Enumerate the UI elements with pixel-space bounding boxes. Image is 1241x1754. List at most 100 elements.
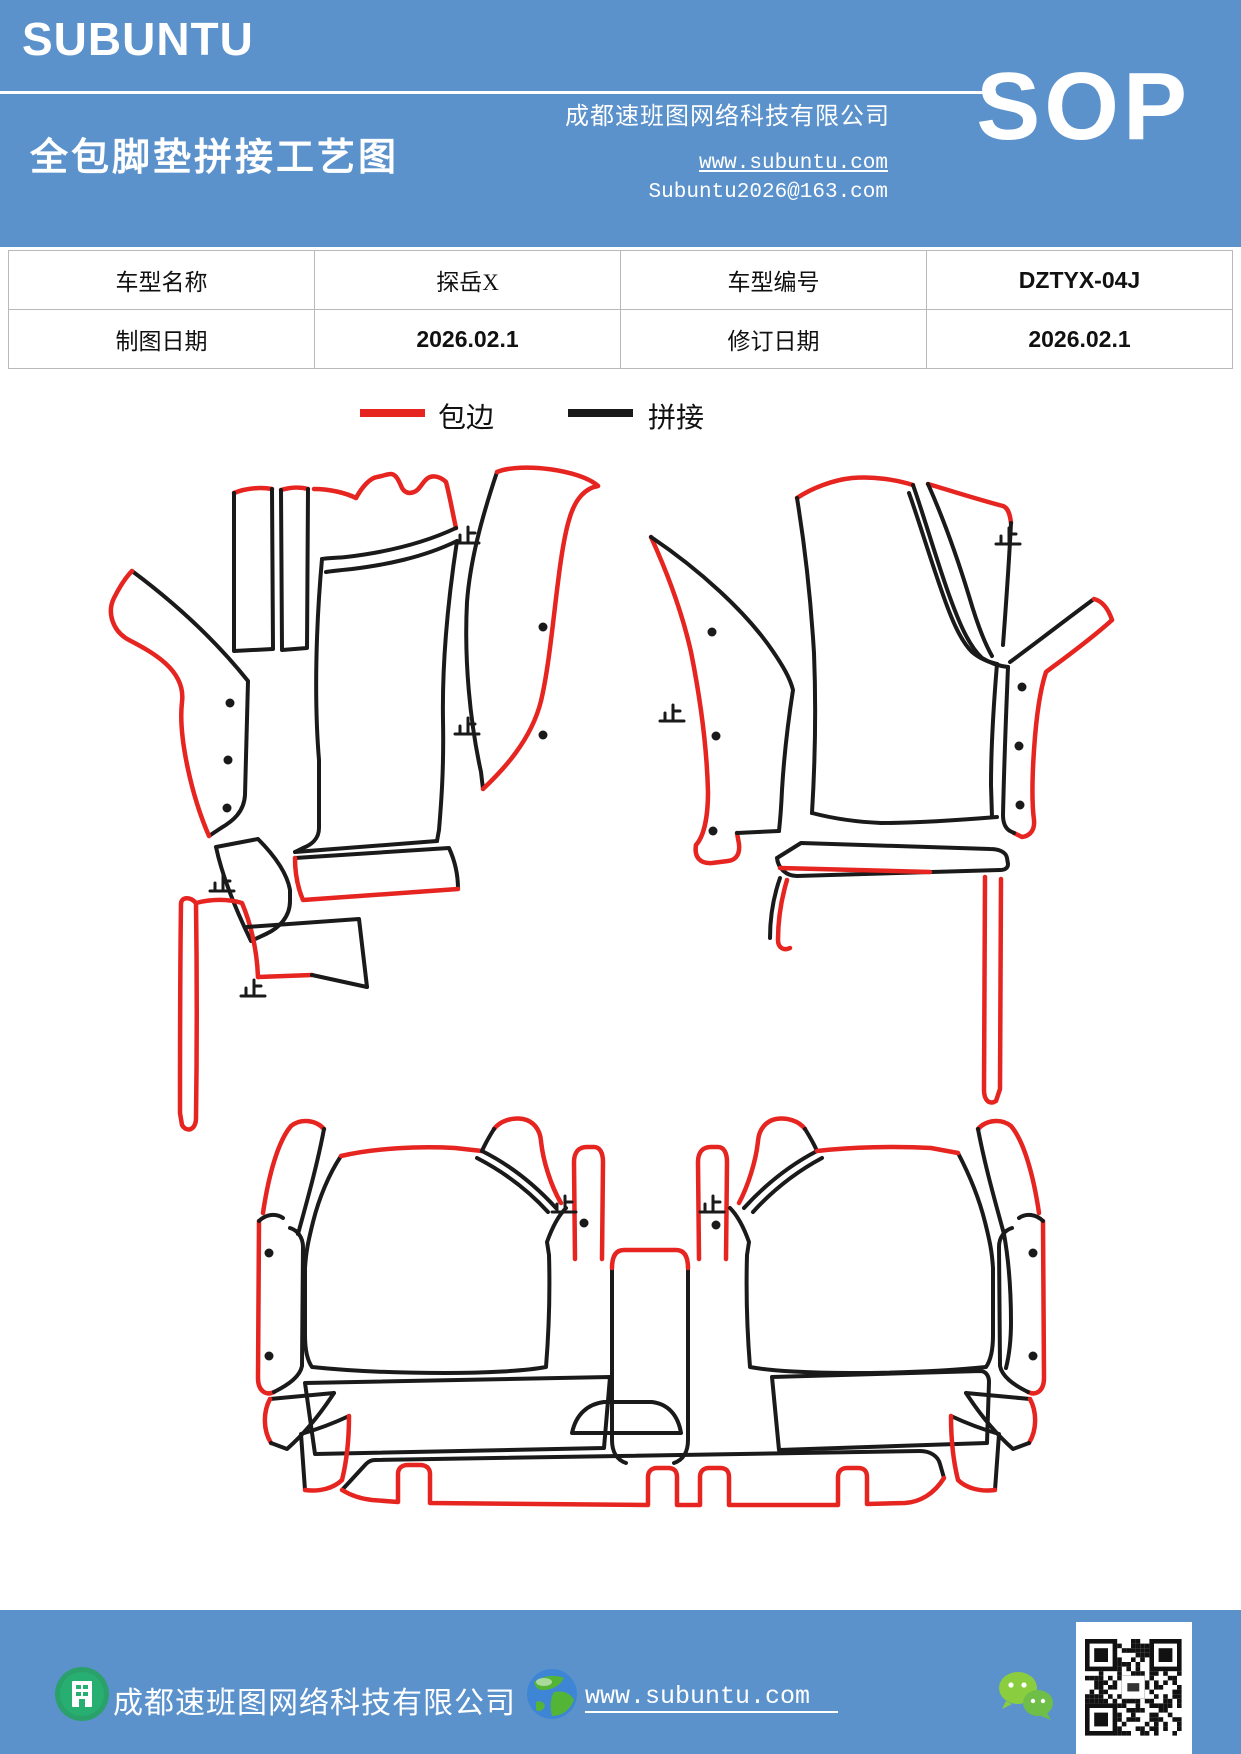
splice-seam-line xyxy=(293,557,324,854)
splice-seam-line xyxy=(232,487,275,653)
binding-edge-line xyxy=(693,830,742,866)
alignment-dot xyxy=(711,731,721,741)
binding-edge-line xyxy=(292,855,461,903)
binding-edge-line xyxy=(794,475,916,501)
binding-edge-line xyxy=(338,1145,485,1159)
footer-website-link[interactable]: www.subuntu.com xyxy=(585,1682,839,1713)
splice-seam-line xyxy=(735,829,781,835)
splice-seam-line xyxy=(907,491,999,666)
binding-edge-line xyxy=(262,1396,274,1446)
brand-logo-text: SUBUNTU xyxy=(22,13,254,65)
alignment-dot xyxy=(1028,1351,1038,1361)
binding-edge-line xyxy=(177,896,199,1132)
splice-seam-line xyxy=(810,811,999,825)
splice-seam-line xyxy=(245,917,369,989)
binding-edge-line xyxy=(777,865,933,875)
binding-edge-line xyxy=(353,471,459,531)
binding-edge-line xyxy=(695,1144,730,1262)
splice-swatch xyxy=(568,409,633,417)
splice-seam-line xyxy=(570,1400,683,1435)
alignment-dot xyxy=(708,826,718,836)
binding-edge-line xyxy=(736,1116,808,1206)
splice-seam-line xyxy=(257,1212,285,1223)
binding-edge-line xyxy=(1011,617,1115,840)
splice-seam-line xyxy=(293,846,460,891)
splice-seam-line xyxy=(1001,665,1016,835)
splice-seam-line xyxy=(964,1391,1032,1401)
binding-edge-line xyxy=(648,534,711,848)
splice-seam-line xyxy=(464,470,499,791)
splice-seam-line xyxy=(775,841,1010,878)
alignment-dot xyxy=(579,1218,589,1228)
splice-seam-line xyxy=(269,1391,336,1451)
revise-date-label: 修订日期 xyxy=(620,309,927,369)
binding-edge-line xyxy=(255,1218,277,1396)
draw-date-value: 2026.02.1 xyxy=(314,309,621,369)
splice-seam-line xyxy=(340,1449,946,1492)
splice-seam-line xyxy=(303,1154,568,1375)
binding-edge-line xyxy=(480,483,601,792)
alignment-dot xyxy=(1014,741,1024,751)
doc-type-label: SOP xyxy=(976,53,1191,160)
splice-seam-line xyxy=(480,1149,558,1210)
alignment-dot xyxy=(264,1248,274,1258)
splice-seam-line xyxy=(649,535,795,833)
vehicle-info-table: 车型名称 探岳X 车型编号 DZTYX-04J 制图日期 2026.02.1 修… xyxy=(8,250,1233,369)
splice-seam-line xyxy=(303,1375,612,1456)
building-icon xyxy=(55,1667,109,1721)
legend: 包边 拼接 xyxy=(0,396,1241,440)
binding-edge-line xyxy=(948,1413,998,1493)
splice-seam-line xyxy=(795,496,818,815)
binding-edge-label: 包边 xyxy=(438,403,495,434)
binding-edge-line xyxy=(1026,1396,1038,1446)
alignment-dot xyxy=(538,730,548,740)
splice-seam-line xyxy=(949,1414,1001,1492)
stop-marker xyxy=(208,873,236,893)
binding-edge-line xyxy=(339,1462,947,1508)
splice-seam-line xyxy=(299,1414,351,1492)
revise-date-value: 2026.02.1 xyxy=(926,309,1233,369)
stop-marker xyxy=(994,526,1022,546)
header-website-link[interactable]: www.subuntu.com xyxy=(698,152,888,175)
splice-seam-line xyxy=(310,973,369,989)
footer-company-name: 成都速班图网络科技有限公司 xyxy=(113,1687,516,1720)
header-company-name: 成都速班图网络科技有限公司 xyxy=(565,104,890,130)
front-left-mat xyxy=(108,465,601,1132)
alignment-dot xyxy=(1017,682,1027,692)
table-row: 制图日期 2026.02.1 修订日期 2026.02.1 xyxy=(8,309,1233,369)
model-name-label: 车型名称 xyxy=(8,250,315,310)
front-right-mat xyxy=(648,475,1115,1105)
splice-seam-line xyxy=(964,1391,1031,1451)
binding-edge-line xyxy=(1091,596,1115,623)
splice-seam-line xyxy=(926,482,994,658)
alignment-dot xyxy=(223,755,233,765)
binding-edge-line xyxy=(491,1116,564,1206)
table-row: 车型名称 探岳X 车型编号 DZTYX-04J xyxy=(8,250,1233,310)
binding-edge-line xyxy=(1025,1218,1047,1396)
splice-seam-line xyxy=(1002,1232,1013,1370)
header-email-link[interactable]: Subuntu2026@163.com xyxy=(648,181,888,204)
binding-edge-line xyxy=(571,1144,606,1262)
splice-seam-line xyxy=(1017,1212,1045,1223)
draw-date-label: 制图日期 xyxy=(8,309,315,369)
binding-edge-line xyxy=(925,481,1014,526)
qr-code xyxy=(1076,1622,1192,1754)
binding-edge-line xyxy=(278,485,311,493)
splice-seam-line xyxy=(475,1156,550,1214)
splice-seam-line xyxy=(803,1127,819,1153)
binding-edge-line xyxy=(193,897,261,980)
splice-seam-line xyxy=(610,1266,628,1465)
alignment-dot xyxy=(222,803,232,813)
stop-marker xyxy=(658,703,686,723)
binding-edge-line xyxy=(260,1118,327,1216)
splice-label: 拼接 xyxy=(648,403,705,434)
binding-edge-line xyxy=(981,874,1004,1105)
binding-edge-line xyxy=(814,1144,961,1156)
alignment-dot xyxy=(1028,1248,1038,1258)
stop-marker xyxy=(453,716,481,736)
splice-seam-line xyxy=(728,1151,995,1375)
binding-edge-line xyxy=(311,486,359,501)
splice-seam-line xyxy=(768,876,782,940)
splice-seam-line xyxy=(976,1127,1006,1236)
model-code-value: DZTYX-04J xyxy=(926,250,1233,310)
